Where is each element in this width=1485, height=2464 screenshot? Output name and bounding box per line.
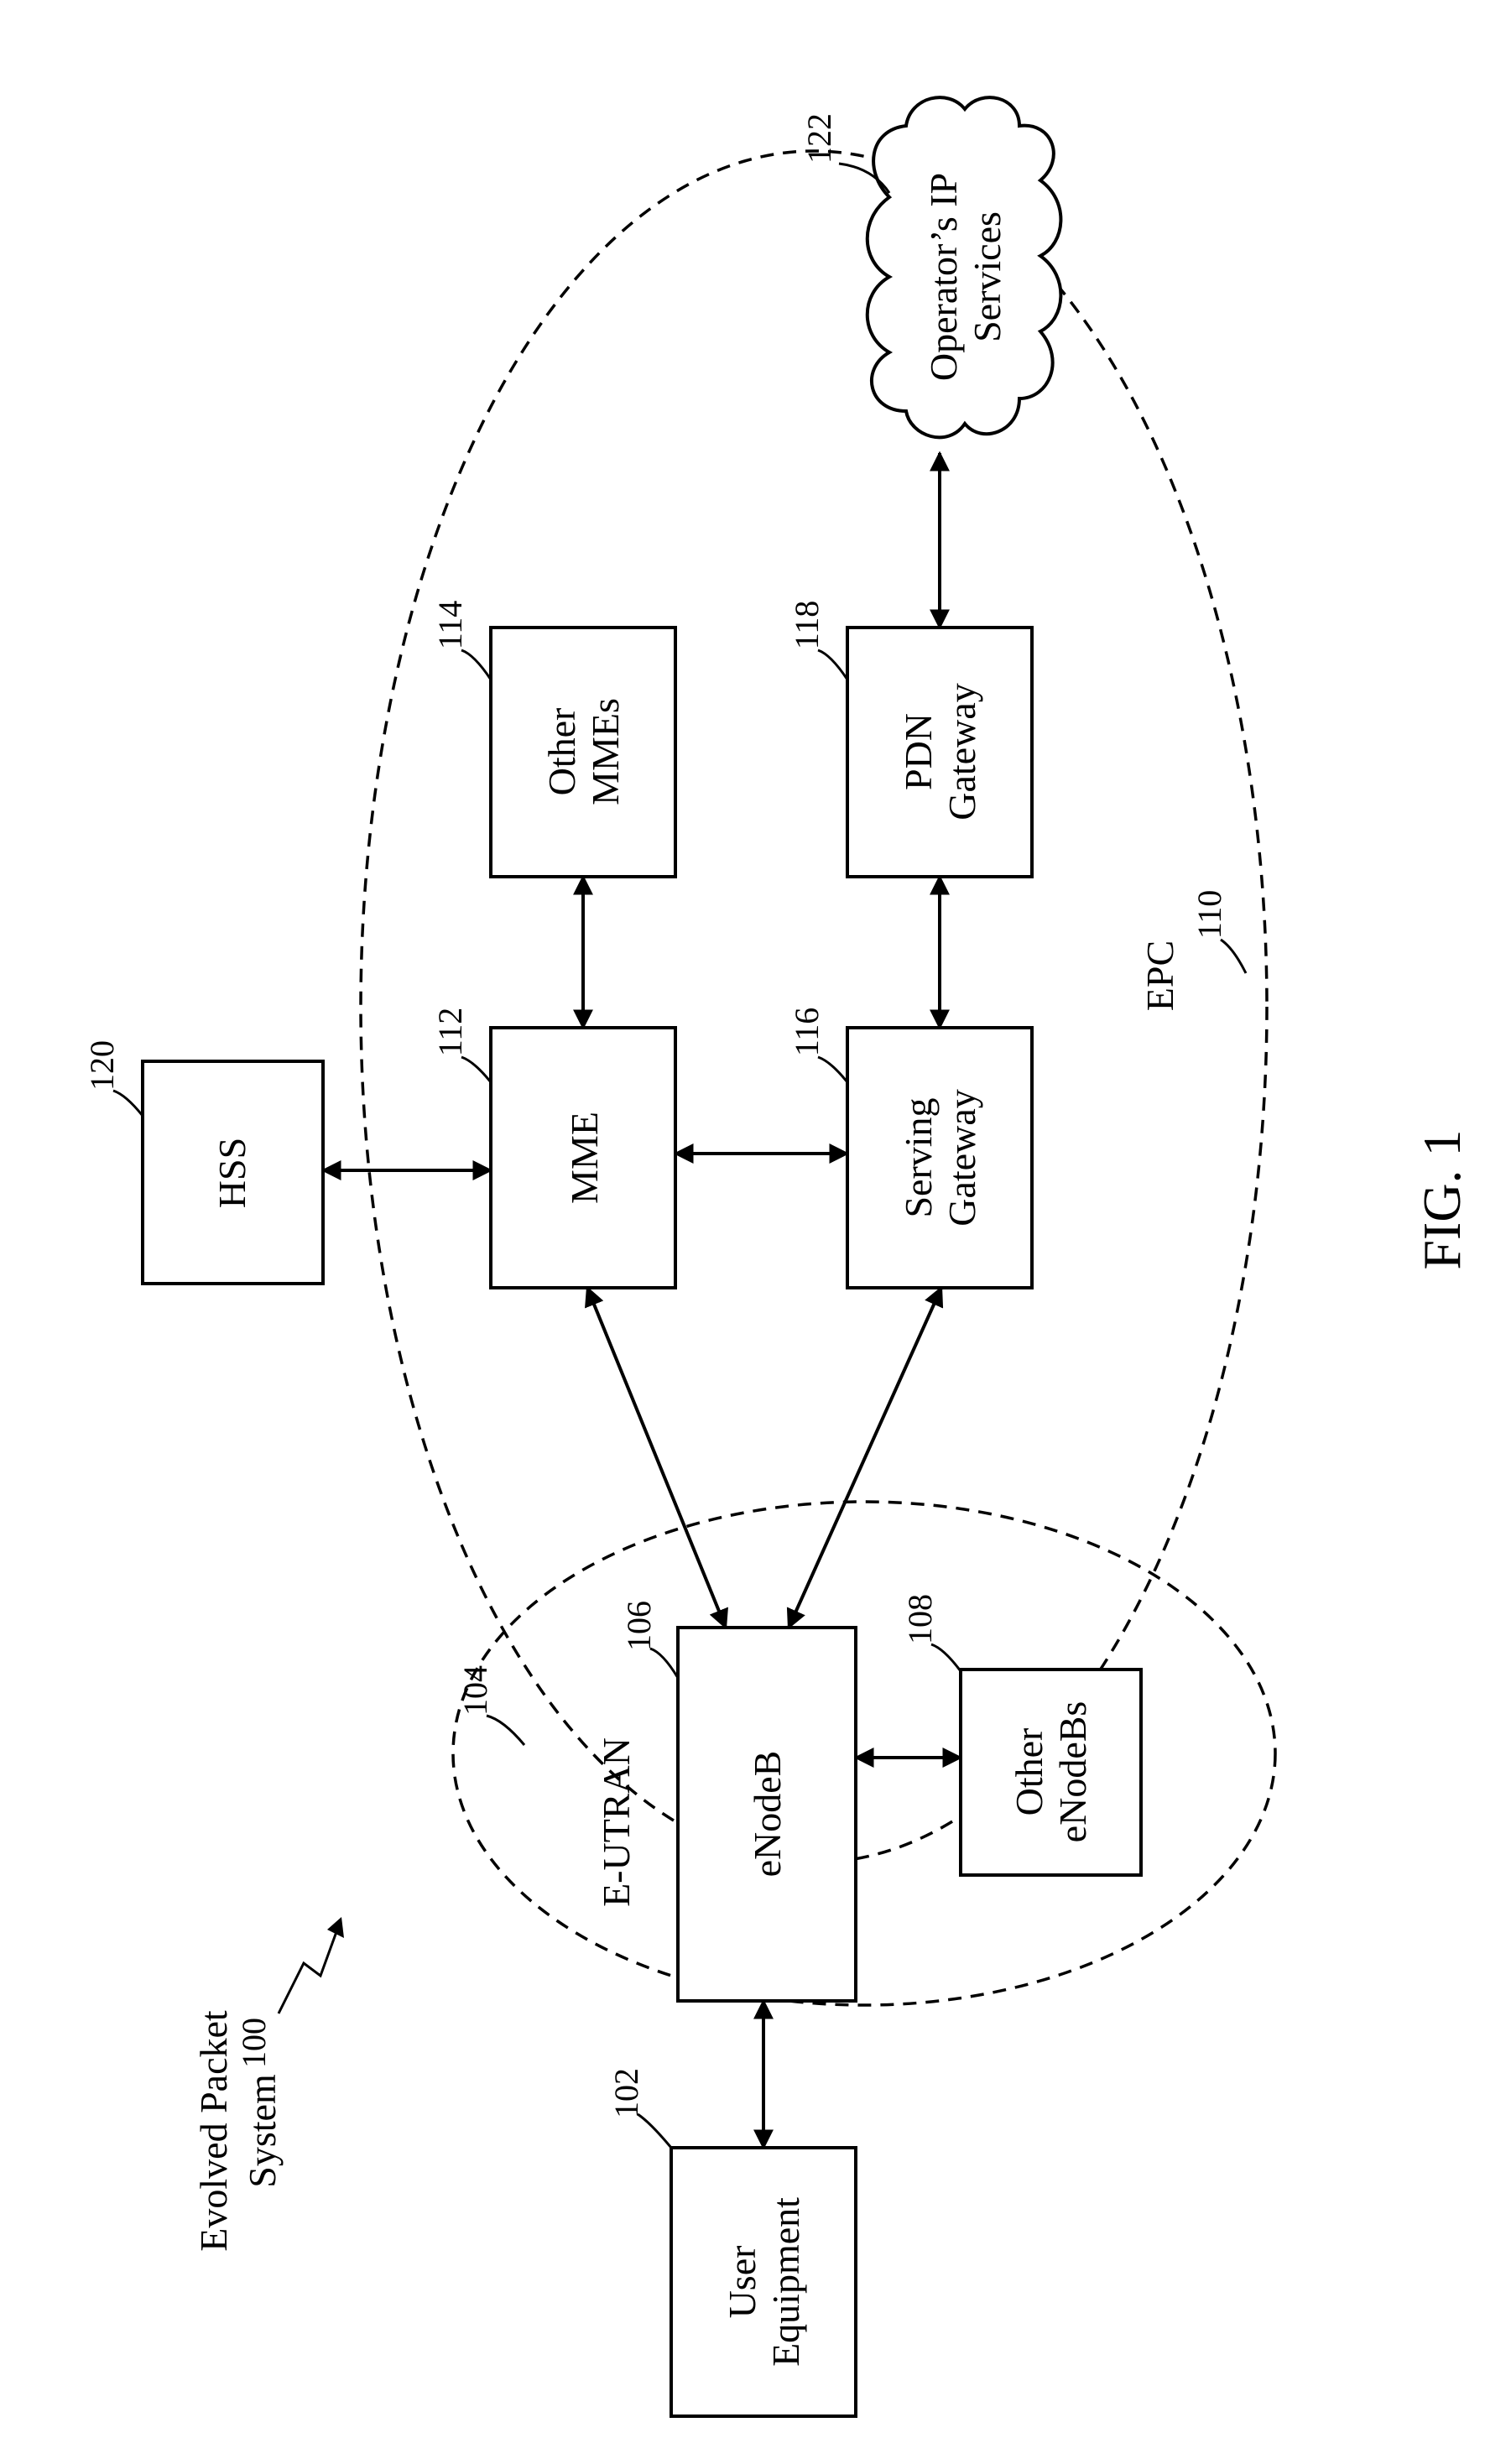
- hss-leader: [113, 1091, 143, 1116]
- pdn-gateway-node: PDN Gateway 118: [788, 601, 1032, 877]
- hss-label: HSS: [211, 1138, 253, 1208]
- other-mmes-box: [491, 628, 675, 877]
- serving-gateway-node: Serving Gateway 116: [788, 1008, 1032, 1288]
- ip-services-ref: 122: [800, 113, 838, 164]
- enodeb-mme-connection: [587, 1288, 726, 1628]
- other-mmes-ref: 114: [431, 601, 469, 650]
- epc-region: [361, 151, 1267, 1862]
- ip-services-node: Operator’s IP Services 122: [800, 97, 1060, 437]
- other-mmes-label-line2: MMEs: [584, 698, 627, 805]
- user-equipment-leader: [638, 2114, 671, 2148]
- enodeb-label: eNodeB: [746, 1751, 789, 1878]
- pdn-gateway-leader: [818, 650, 847, 680]
- system-title-line1: Evolved Packet: [192, 2010, 235, 2252]
- system-title-line2: System: [241, 2074, 284, 2188]
- eutran-leader: [487, 1716, 524, 1745]
- serving-gateway-box: [847, 1028, 1032, 1288]
- mme-label: MME: [563, 1112, 606, 1204]
- ip-services-label-line1: Operator’s IP: [922, 173, 965, 381]
- eutran-label: E-UTRAN: [595, 1737, 638, 1907]
- user-equipment-label-line2: Equipment: [764, 2197, 807, 2367]
- enodeb-serving-gateway-connection: [789, 1288, 941, 1628]
- user-equipment-label-line1: User: [721, 2246, 763, 2319]
- system-ref-number: 100: [235, 2018, 273, 2068]
- ip-services-label-line2: Services: [966, 211, 1008, 342]
- pdn-gateway-label-line1: PDN: [897, 713, 940, 790]
- user-equipment-box: [671, 2148, 856, 2416]
- other-enodebs-label-line2: eNodeBs: [1051, 1701, 1094, 1843]
- pdn-gateway-label-line2: Gateway: [940, 683, 983, 820]
- mme-node: MME 112: [431, 1008, 675, 1288]
- other-enodebs-node: Other eNodeBs 108: [901, 1594, 1141, 1875]
- user-equipment-ref: 102: [607, 2068, 645, 2118]
- other-mmes-node: Other MMEs 114: [431, 601, 675, 877]
- pdn-gateway-ref: 118: [788, 601, 826, 650]
- epc-label: EPC: [1138, 940, 1181, 1011]
- other-mmes-label-line1: Other: [540, 708, 583, 796]
- pdn-gateway-box: [847, 628, 1032, 877]
- user-equipment-node: User Equipment 102: [607, 2068, 856, 2416]
- other-enodebs-leader: [931, 1644, 961, 1671]
- figure-label: FIG. 1: [1412, 1129, 1472, 1269]
- mme-ref: 112: [431, 1008, 469, 1057]
- serving-gateway-leader: [818, 1057, 847, 1082]
- hss-ref: 120: [83, 1040, 121, 1091]
- serving-gateway-label-line1: Serving: [897, 1097, 940, 1217]
- epc-ref: 110: [1191, 890, 1228, 940]
- system-lightning-arrow-icon: [279, 1930, 337, 2013]
- serving-gateway-ref: 116: [788, 1008, 826, 1057]
- eutran-ref: 104: [456, 1665, 494, 1716]
- hss-node: HSS 120: [83, 1040, 323, 1284]
- enodeb-ref: 106: [620, 1601, 658, 1651]
- other-mmes-leader: [461, 650, 491, 680]
- other-enodebs-ref: 108: [901, 1594, 939, 1644]
- enodeb-leader: [650, 1649, 678, 1678]
- mme-leader: [461, 1057, 491, 1082]
- enodeb-node: eNodeB 106: [620, 1601, 856, 2001]
- epc-leader: [1221, 940, 1246, 973]
- system-reference: 100: [235, 1917, 344, 2068]
- other-enodebs-label-line1: Other: [1008, 1728, 1050, 1816]
- eutran-region: [453, 1502, 1275, 2005]
- serving-gateway-label-line2: Gateway: [940, 1089, 983, 1226]
